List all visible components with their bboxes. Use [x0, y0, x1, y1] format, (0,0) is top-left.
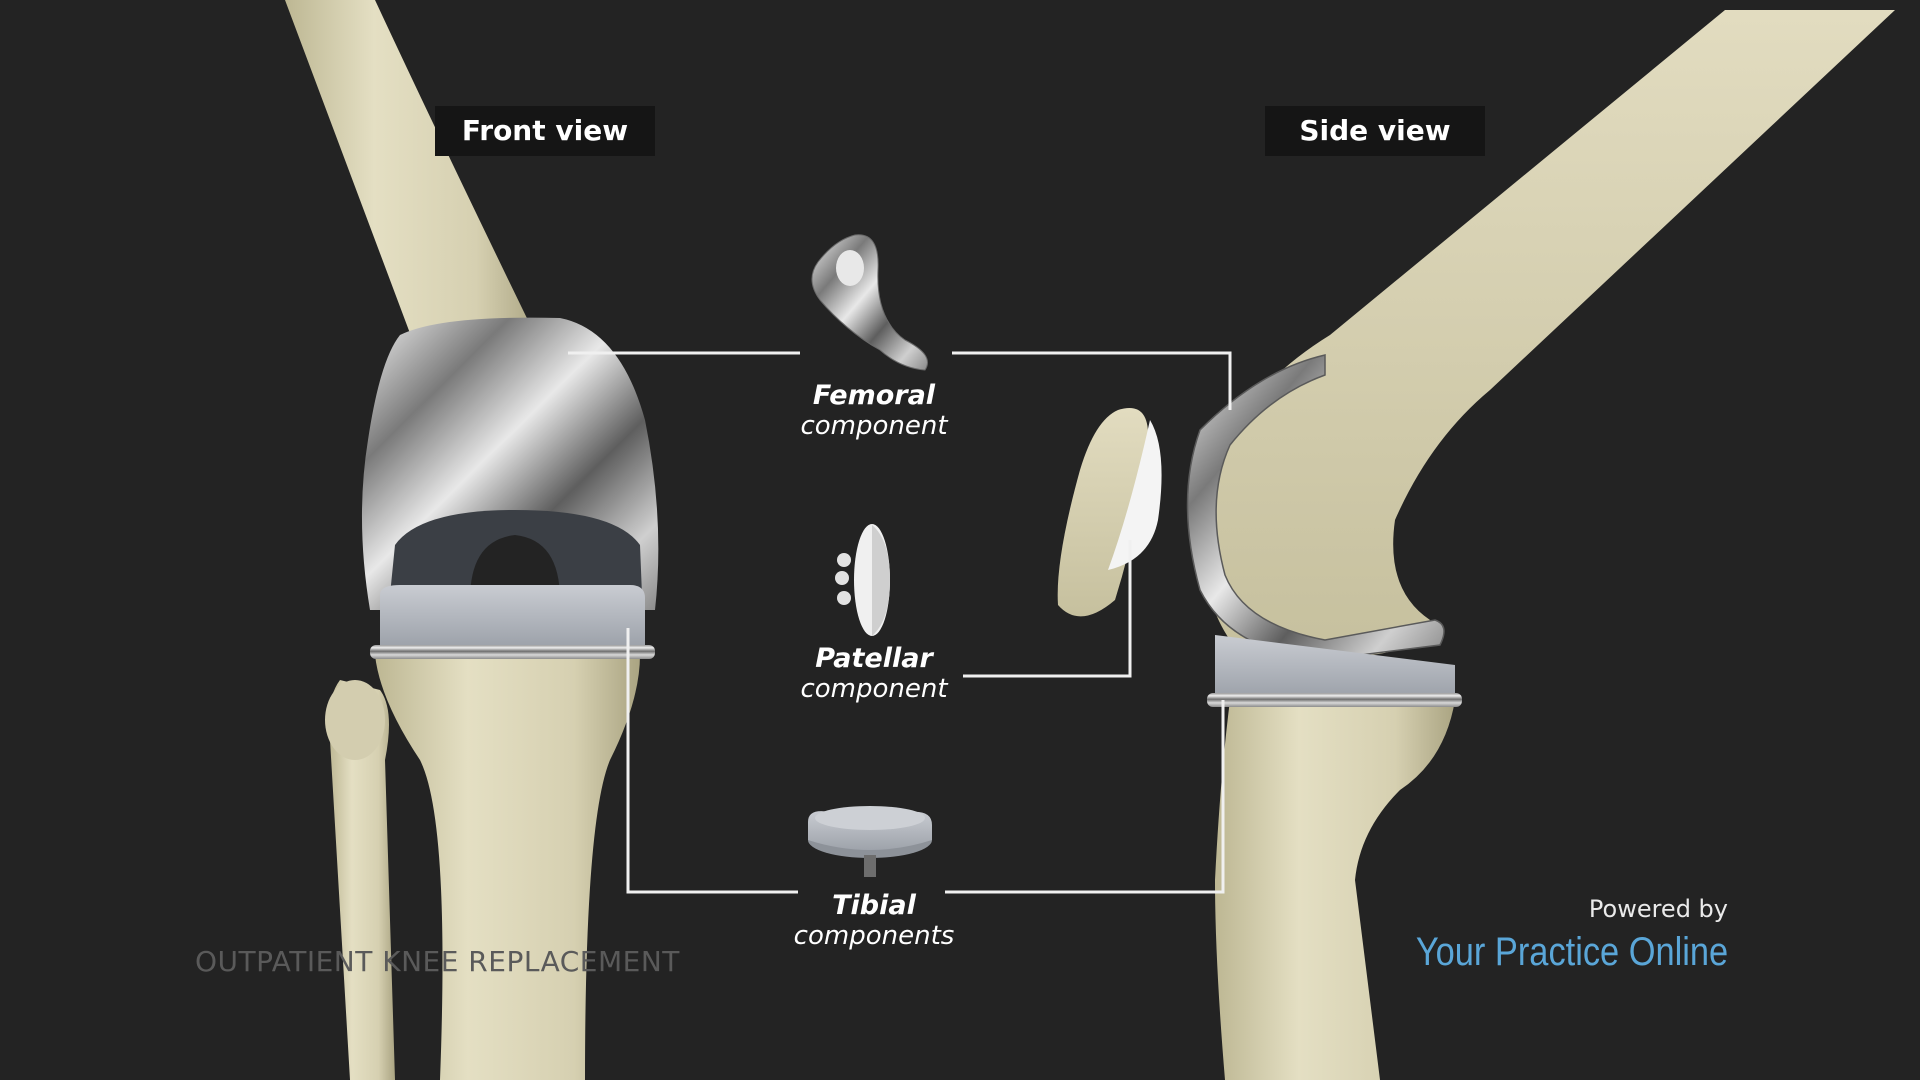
front-tibia-bone [375, 655, 640, 1080]
tibial-connector-right [945, 700, 1225, 894]
front-femur-bone [285, 0, 540, 360]
tibial-label-name: Tibial [832, 890, 916, 921]
tibial-connector-left [626, 628, 798, 894]
front-fibula-bone [328, 680, 395, 1080]
side-view-illustration [1057, 10, 1895, 1080]
front-view-illustration [285, 0, 659, 1080]
front-tibial-tray [370, 645, 655, 659]
side-tibial-insert [1215, 635, 1455, 695]
tibial-component-icon [808, 806, 932, 877]
femoral-connector-right [952, 351, 1232, 410]
front-view-label: Front view [435, 106, 655, 156]
femoral-label-desc: component [800, 411, 948, 441]
side-tibial-tray [1207, 693, 1462, 707]
patellar-label-desc: component [800, 674, 948, 704]
powered-by-text: Powered by [1588, 895, 1728, 923]
side-tibia-bone [1215, 700, 1455, 1080]
side-patellar-component [1108, 420, 1162, 570]
title-watermark: OUTPATIENT KNEE REPLACEMENT [195, 945, 680, 978]
patellar-component-icon [835, 524, 890, 636]
side-femoral-component [1186, 354, 1445, 661]
side-patella-bone [1057, 408, 1149, 617]
front-tibial-insert [380, 585, 645, 645]
tibial-label: Tibial components [764, 890, 984, 952]
side-femur-bone [1202, 10, 1895, 655]
connector-lines [568, 351, 1232, 894]
side-view-label: Side view [1265, 106, 1485, 156]
patellar-label-name: Patellar [815, 643, 933, 674]
femoral-label: Femoral component [764, 380, 984, 442]
patellar-connector-right [963, 540, 1132, 678]
femoral-label-name: Femoral [812, 380, 936, 411]
tibial-label-desc: components [793, 921, 955, 951]
femoral-component-icon [811, 234, 928, 371]
patellar-label: Patellar component [764, 643, 984, 705]
brand-logo: Your Practice Online [1415, 930, 1728, 974]
